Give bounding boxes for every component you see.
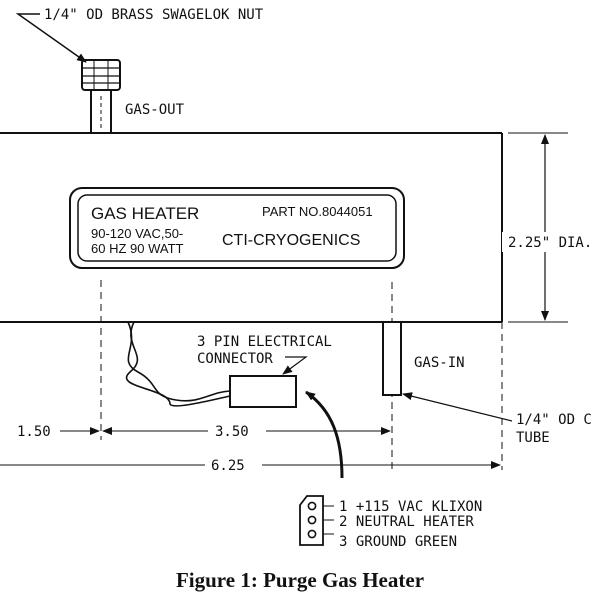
pin-1-icon <box>307 501 317 511</box>
nameplate-maker: CTI-CRYOGENICS <box>222 232 360 249</box>
gas-in-label: GAS-IN <box>414 355 465 371</box>
swagelok-nut <box>81 59 121 91</box>
connector-label-line2: CONNECTOR <box>197 351 273 367</box>
diameter-dimension: 2.25" DIA. <box>502 132 600 323</box>
tube-leader <box>402 392 513 422</box>
dimension-6-25: 6.25 <box>211 458 245 474</box>
tube-label-line1: 1/4" OD C <box>516 412 592 428</box>
nameplate-title: GAS HEATER <box>91 204 199 223</box>
heater-body <box>0 132 503 323</box>
nut-leader <box>15 13 87 63</box>
dimension-row-2: 6.25 <box>0 322 503 474</box>
dimension-3-50: 3.50 <box>215 424 249 440</box>
pin-3-icon <box>307 529 317 539</box>
nut-callout: 1/4" OD BRASS SWAGELOK NUT <box>44 7 264 23</box>
pin-view-arrow <box>305 390 344 479</box>
pin-diagram: 1 +115 VAC KLIXON 2 NEUTRAL HEATER 3 GRO… <box>299 495 482 550</box>
twisted-wires <box>125 321 231 407</box>
nameplate: GAS HEATER PART NO.8044051 90-120 VAC,50… <box>69 187 405 269</box>
pin-1-label: 1 +115 VAC KLIXON <box>339 499 482 515</box>
diameter-label: 2.25" DIA. <box>508 235 592 251</box>
electrical-connector <box>229 375 297 408</box>
gas-out-fitting <box>81 59 121 134</box>
dimension-row-1: 1.50 3.50 <box>17 424 391 440</box>
centerlines <box>100 280 393 470</box>
pin-2-label: 2 NEUTRAL HEATER <box>339 514 474 530</box>
nameplate-part-no: PART NO.8044051 <box>262 204 373 219</box>
gas-out-label: GAS-OUT <box>125 102 185 118</box>
connector-label-line1: 3 PIN ELECTRICAL <box>197 334 332 350</box>
dimension-1-50: 1.50 <box>17 424 51 440</box>
gas-in-tube <box>382 321 402 396</box>
connector-leader <box>282 356 308 375</box>
pin-3-label: 3 GROUND GREEN <box>339 534 457 550</box>
tube-label-line2: TUBE <box>516 430 550 446</box>
nameplate-rating-line1: 90-120 VAC,50- <box>91 226 183 241</box>
nameplate-rating-line2: 60 HZ 90 WATT <box>91 241 184 256</box>
figure-caption: Figure 1: Purge Gas Heater <box>175 568 425 592</box>
pin-2-icon <box>307 515 317 525</box>
